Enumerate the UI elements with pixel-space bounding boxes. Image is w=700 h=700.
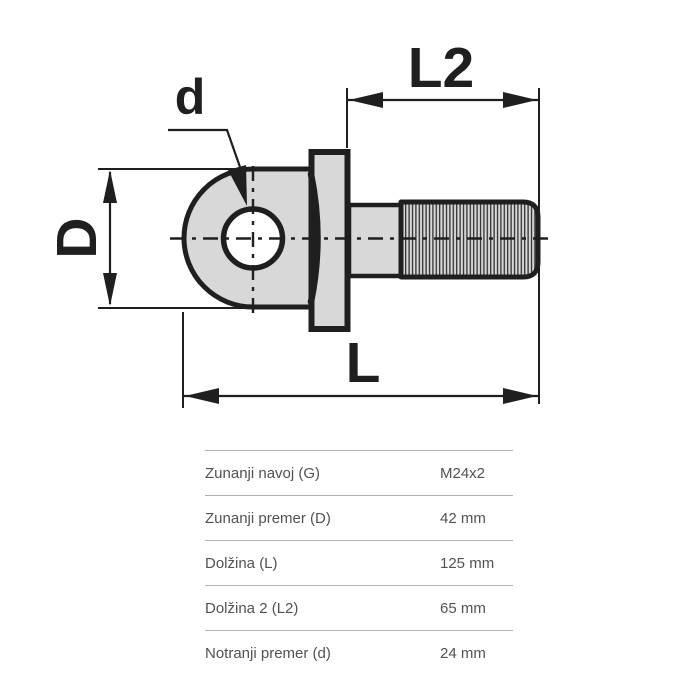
spec-label: Zunanji navoj (G) [205,464,321,482]
spec-value: 24 mm [440,644,486,662]
head-flange-junction [307,170,321,306]
arrow-left-icon [185,388,219,404]
arrow-left-icon [349,92,383,108]
spec-row: Notranji premer (d) 24 mm [205,630,513,675]
shank [346,202,404,279]
spec-row: Zunanji premer (D) 42 mm [205,495,513,540]
spec-row: Zunanji navoj (G) M24x2 [205,450,513,495]
arrow-up-icon [103,170,117,203]
eye-bolt-technical-drawing: D d L2 L [45,36,548,408]
dimension-L: L [182,312,539,408]
dim-D-label: D [45,217,109,258]
spec-value: 65 mm [440,599,486,617]
spec-label: Dolžina (L) [205,554,278,572]
dim-L-label: L [346,331,381,395]
spec-row: Dolžina 2 (L2) 65 mm [205,585,513,630]
spec-row: Dolžina (L) 125 mm [205,540,513,585]
spec-label: Zunanji premer (D) [205,509,331,527]
spec-label: Notranji premer (d) [205,644,331,662]
arrow-right-icon [503,388,537,404]
dimension-D: D [45,168,290,309]
arrow-down-icon [103,273,117,306]
dim-d-label: d [175,69,206,125]
spec-value: M24x2 [440,464,486,482]
dimension-d: d [168,69,247,206]
spec-value: 125 mm [440,554,495,572]
leader-arrow-icon [228,165,247,206]
arrow-right-icon [503,92,537,108]
spec-table: Zunanji navoj (G) M24x2 Zunanji premer (… [205,450,513,675]
spec-value: 42 mm [440,509,486,527]
spec-label: Dolžina 2 (L2) [205,599,299,617]
dimension-L2: L2 [346,36,540,404]
dim-L2-label: L2 [408,36,475,100]
